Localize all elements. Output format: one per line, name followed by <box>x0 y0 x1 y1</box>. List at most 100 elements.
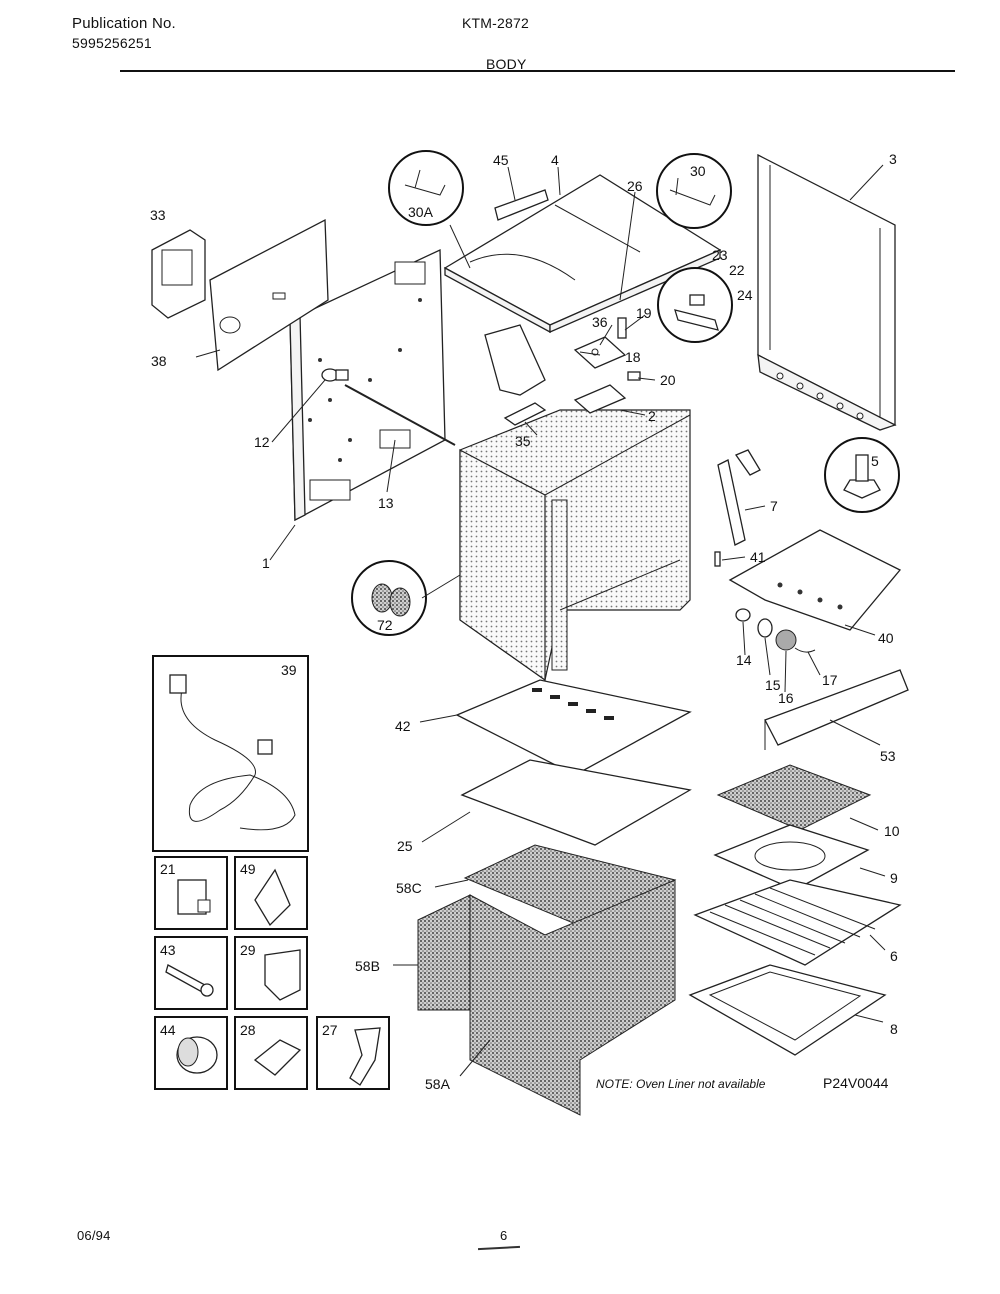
bottom-panel-25-part <box>460 759 692 846</box>
callout-10: 10 <box>884 823 900 839</box>
callout-12: 12 <box>254 434 270 450</box>
publication-number: 5995256251 <box>72 35 152 51</box>
callout-58C: 58C <box>396 880 422 896</box>
insulation-58B-part <box>417 894 471 1011</box>
bracket-2-part <box>573 384 627 414</box>
callout-33: 33 <box>150 207 166 223</box>
wire-17-part <box>794 647 816 653</box>
callout-49: 49 <box>240 861 256 877</box>
callout-18: 18 <box>625 349 641 365</box>
callout-20: 20 <box>660 372 676 388</box>
callout-24: 24 <box>737 287 753 303</box>
diagram-id: P24V0044 <box>823 1075 889 1091</box>
oven-rack-6-part <box>693 879 902 966</box>
callout-19: 19 <box>636 305 652 321</box>
section-title: BODY <box>486 56 527 72</box>
pin-41-part <box>714 551 721 567</box>
callout-17: 17 <box>822 672 838 688</box>
vent-duct-part <box>484 324 546 396</box>
inset-box-21 <box>154 856 228 930</box>
callout-3: 3 <box>889 151 897 167</box>
callout-15: 15 <box>765 677 781 693</box>
callout-26: 26 <box>627 178 643 194</box>
callout-7: 7 <box>770 498 778 514</box>
inset-box-43-screw <box>154 936 228 1010</box>
callout-45: 45 <box>493 152 509 168</box>
callout-13: 13 <box>378 495 394 511</box>
oven-bottom-8-part <box>688 964 887 1056</box>
callout-22: 22 <box>729 262 745 278</box>
inset-5-leveling-leg <box>824 437 900 513</box>
cabinet-body-part <box>459 409 691 682</box>
heat-shield-40-part <box>728 529 902 631</box>
callout-23: 23 <box>712 247 728 263</box>
callout-58A: 58A <box>425 1076 451 1092</box>
rear-panel-part <box>757 153 897 431</box>
callout-29: 29 <box>240 942 256 958</box>
callout-28: 28 <box>240 1022 256 1038</box>
header-rule <box>120 70 955 72</box>
bottom-panel-42-part <box>455 679 692 776</box>
broiler-grid-10-part <box>716 764 872 831</box>
callout-16: 16 <box>778 690 794 706</box>
page-number: 6 <box>500 1228 508 1243</box>
callout-42: 42 <box>395 718 411 734</box>
callout-43: 43 <box>160 942 176 958</box>
clip-19-part <box>617 317 627 339</box>
callout-40: 40 <box>878 630 894 646</box>
publication-label: Publication No. <box>72 15 176 32</box>
callout-5: 5 <box>871 453 879 469</box>
lens-16-part <box>775 629 797 651</box>
callout-4: 4 <box>551 152 559 168</box>
rail-53-part <box>764 669 909 750</box>
bracket-35-part <box>503 402 547 426</box>
inset-box-28 <box>234 1016 308 1090</box>
inset-30 <box>656 153 732 229</box>
callout-38: 38 <box>151 353 167 369</box>
bracket-45-part <box>494 189 549 221</box>
inset-box-44 <box>154 1016 228 1090</box>
callout-14: 14 <box>736 652 752 668</box>
callout-44: 44 <box>160 1022 176 1038</box>
model-number: KTM-2872 <box>462 15 529 31</box>
insulation-58A-part <box>469 879 676 1116</box>
callout-8: 8 <box>890 1021 898 1037</box>
bracket-33-part <box>151 229 206 319</box>
callout-30: 30 <box>690 163 706 179</box>
callout-1: 1 <box>262 555 270 571</box>
thermostat-18-part <box>573 336 627 369</box>
inset-box-39-wiring-harness <box>152 655 309 852</box>
callout-53: 53 <box>880 748 896 764</box>
callout-35: 35 <box>515 433 531 449</box>
socket-15-part <box>757 618 773 638</box>
top-panel-part <box>443 174 722 334</box>
inset-box-27 <box>316 1016 390 1090</box>
broiler-pan-9-part <box>713 824 870 891</box>
footer-date: 06/94 <box>77 1228 111 1243</box>
callout-25: 25 <box>397 838 413 854</box>
clip-20-part <box>627 371 641 381</box>
control-panel-back-part <box>289 248 446 522</box>
callout-36: 36 <box>592 314 608 330</box>
callout-39: 39 <box>281 662 297 678</box>
callout-27: 27 <box>322 1022 338 1038</box>
hinge-7-part <box>717 449 761 546</box>
inset-22-24 <box>657 267 733 343</box>
callout-21: 21 <box>160 861 176 877</box>
control-rear-cover-part <box>209 218 329 372</box>
nut-14-part <box>735 608 751 622</box>
callout-9: 9 <box>890 870 898 886</box>
callout-58B: 58B <box>355 958 380 974</box>
callout-labels: 33 38 30A 45 4 26 30 3 23 22 24 36 19 18… <box>150 151 900 1092</box>
inset-box-49 <box>234 856 308 930</box>
callout-30A: 30A <box>408 204 434 220</box>
callout-6: 6 <box>890 948 898 964</box>
callout-72: 72 <box>377 617 393 633</box>
inset-box-29 <box>234 936 308 1010</box>
inset-30A <box>388 150 464 226</box>
inset-72-grommets <box>351 560 427 636</box>
callout-2: 2 <box>648 408 656 424</box>
leader-lines <box>195 164 886 1077</box>
switch-12-part <box>321 368 349 382</box>
